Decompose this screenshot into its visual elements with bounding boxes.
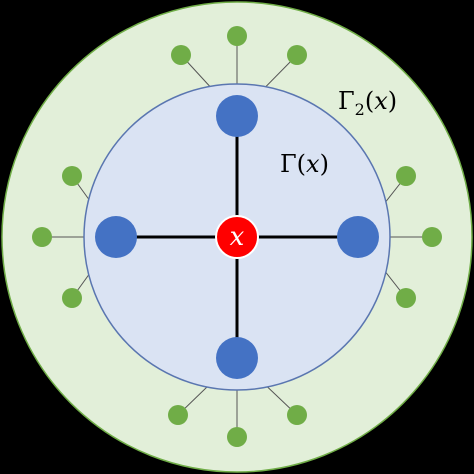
inner-label-open-paren: ( — [297, 150, 306, 178]
second-neighbor-node-right-1 — [396, 166, 416, 186]
second-neighbor-node-top-3 — [287, 45, 307, 65]
second-neighbor-node-left-1 — [62, 166, 82, 186]
outer-label-subscript: 2 — [355, 100, 365, 119]
outer-label-close-paren: ) — [388, 87, 397, 115]
first-neighbor-node-bottom — [216, 337, 258, 379]
second-neighbor-nodes — [32, 26, 442, 447]
second-neighbor-node-bottom-3 — [287, 405, 307, 425]
first-neighborhood-label: Γ(x) — [280, 150, 329, 178]
center-node — [215, 215, 259, 259]
inner-label-gamma: Γ — [280, 150, 297, 178]
second-neighbor-node-right-2 — [422, 227, 442, 247]
first-neighbor-node-top — [216, 95, 258, 137]
second-neighbor-node-left-2 — [32, 227, 52, 247]
second-neighbor-node-bottom-1 — [168, 405, 188, 425]
inner-label-close-paren: ) — [320, 150, 329, 178]
second-neighbor-node-bottom-2 — [227, 427, 247, 447]
second-neighborhood-label: Γ2(x) — [338, 87, 397, 119]
second-neighbor-node-right-3 — [396, 288, 416, 308]
second-neighbor-node-left-3 — [62, 288, 82, 308]
second-neighbor-node-top-2 — [227, 26, 247, 46]
outer-label-open-paren: ( — [365, 87, 374, 115]
first-neighbor-node-right — [337, 216, 379, 258]
first-neighbor-nodes — [95, 95, 379, 379]
first-neighbor-node-left — [95, 216, 137, 258]
center-node-label: x — [230, 222, 245, 252]
second-neighbor-node-top-1 — [171, 45, 191, 65]
inner-label-variable: x — [306, 150, 320, 178]
outer-label-gamma: Γ — [338, 87, 355, 115]
outer-label-variable: x — [374, 87, 388, 115]
